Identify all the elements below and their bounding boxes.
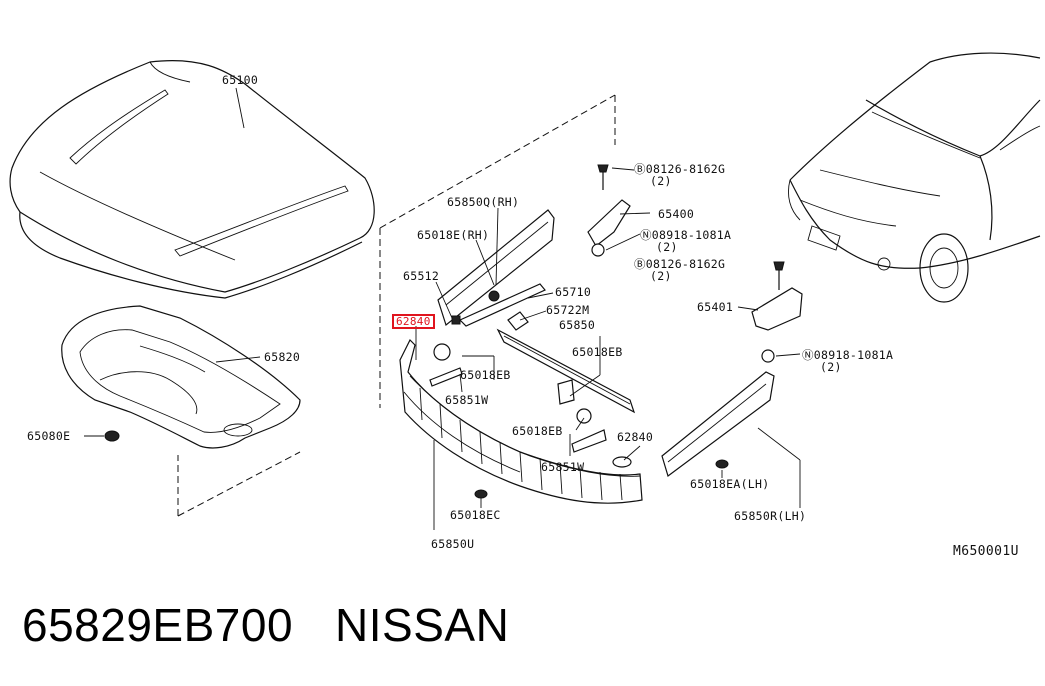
center-assembly-drawing (399, 207, 643, 530)
footer-brand: NISSAN (335, 599, 510, 651)
label-65851w-2[interactable]: 65851W (541, 460, 585, 474)
label-hood[interactable]: 65100 (222, 73, 259, 87)
label-65710[interactable]: 65710 (555, 285, 592, 299)
footer-part-number: 65829EB700 (22, 599, 294, 651)
hood-drawing (9, 59, 375, 299)
insulator-drawing (61, 305, 301, 449)
label-seal-lh[interactable]: 65850R(LH) (734, 509, 807, 523)
upper-bracket-drawing (587, 164, 651, 257)
label-nut-2[interactable]: Ⓝ08918-1081A (802, 348, 894, 362)
label-bolt-1-qty: (2) (650, 174, 672, 188)
diagram-reference: M650001U (953, 544, 1019, 559)
label-bolt-2-qty: (2) (650, 269, 672, 283)
label-clip-eb-2[interactable]: 65018EB (460, 368, 511, 382)
label-clip-65080e[interactable]: 65080E (27, 429, 71, 443)
clip-65080e-drawing (84, 430, 120, 442)
label-65722m[interactable]: 65722M (546, 303, 590, 317)
label-bolt-2[interactable]: Ⓑ08126-8162G (634, 257, 726, 271)
label-62840-highlight[interactable]: 62840 (392, 314, 435, 329)
label-62840[interactable]: 62840 (617, 430, 654, 444)
label-clip-ec[interactable]: 65018EC (450, 508, 501, 522)
label-65401[interactable]: 65401 (697, 300, 734, 314)
label-65400[interactable]: 65400 (658, 207, 695, 221)
label-bolt-1[interactable]: Ⓑ08126-8162G (634, 162, 726, 176)
footer: 65829EB700 NISSAN (22, 598, 551, 652)
label-seal-rh[interactable]: 65850Q(RH) (447, 195, 520, 209)
label-clip-ea-lh[interactable]: 65018EA(LH) (690, 477, 770, 491)
assembly-boundary (177, 94, 616, 517)
lower-bracket-drawing (737, 261, 803, 363)
label-clip-rh[interactable]: 65018E(RH) (417, 228, 490, 242)
seal-lh-drawing (661, 371, 801, 508)
label-65850[interactable]: 65850 (559, 318, 596, 332)
label-nut-2-qty: (2) (820, 360, 842, 374)
label-65850u[interactable]: 65850U (431, 537, 475, 551)
label-65512[interactable]: 65512 (403, 269, 440, 283)
label-clip-eb-1[interactable]: 65018EB (572, 345, 623, 359)
vehicle-drawing (788, 52, 1041, 303)
label-clip-eb-3[interactable]: 65018EB (512, 424, 563, 438)
label-65851w-1[interactable]: 65851W (445, 393, 489, 407)
label-insulator[interactable]: 65820 (264, 350, 301, 364)
label-nut-1-qty: (2) (656, 240, 678, 254)
label-nut-1[interactable]: Ⓝ08918-1081A (640, 228, 732, 242)
